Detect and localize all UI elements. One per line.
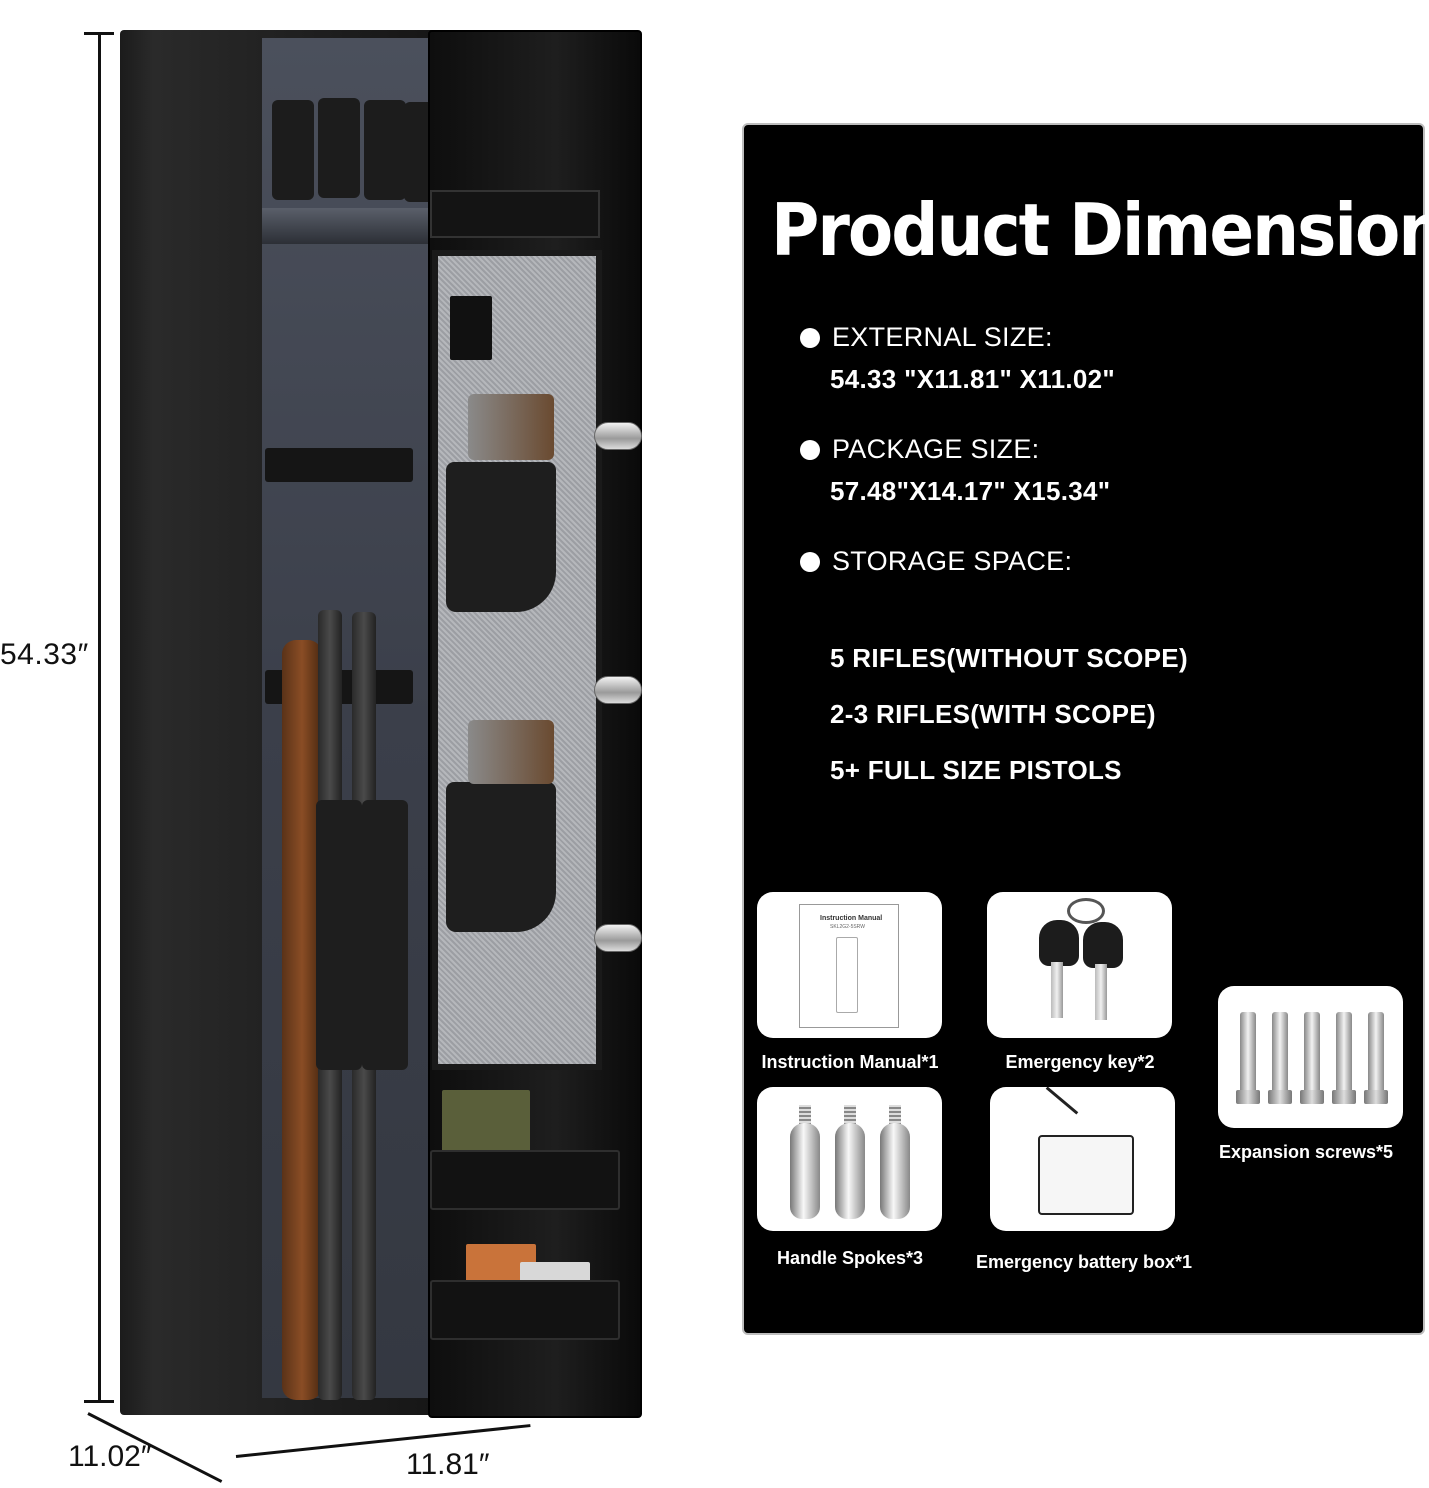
safe-shelf	[262, 208, 450, 244]
manual-icon: Instruction Manual SKL2G2-5SRW	[799, 904, 899, 1028]
screw-icon	[1304, 1012, 1320, 1094]
emergency-key-label: Emergency key*2	[1005, 1052, 1155, 1072]
screw-icon	[1368, 1012, 1384, 1094]
screw-icon	[1272, 1012, 1288, 1094]
package-size-label: PACKAGE SIZE:	[832, 434, 1040, 464]
panel-title: Product Dimension	[771, 188, 1429, 273]
pistol	[364, 100, 406, 200]
emergency-key-card	[987, 892, 1172, 1038]
screw-nut	[1236, 1090, 1260, 1104]
keypad-lock-box	[450, 296, 492, 360]
key-icon	[1039, 920, 1079, 1018]
expansion-screws-label: Expansion screws*5	[1218, 1142, 1394, 1162]
handle-spokes-card	[757, 1087, 942, 1231]
handle-spokes-label: Handle Spokes*3	[776, 1248, 924, 1268]
bullet-icon	[800, 327, 820, 348]
external-size-value: 54.33 "X11.81" X11.02"	[830, 364, 1116, 394]
key-ring-icon	[1067, 898, 1105, 924]
height-dimension-cap-bottom	[84, 1400, 114, 1403]
screw-icon	[1240, 1012, 1256, 1094]
storage-space-label: STORAGE SPACE:	[832, 546, 1073, 576]
door-holster-lower	[446, 782, 556, 932]
height-dimension-line	[98, 32, 101, 1402]
door-pocket-lower	[430, 1280, 620, 1340]
door-handle-top	[594, 422, 642, 450]
depth-dimension-label: 11.02″	[68, 1440, 152, 1473]
manual-doc-code: SKL2G2-5SRW	[830, 924, 865, 930]
instruction-manual-label: Instruction Manual*1	[761, 1052, 939, 1072]
spoke-icon	[835, 1123, 865, 1219]
spoke-thread	[844, 1105, 856, 1125]
bullet-icon	[800, 439, 820, 460]
height-dimension-cap-top	[84, 32, 114, 35]
pistol	[318, 98, 360, 198]
screw-nut	[1268, 1090, 1292, 1104]
bullet-icon	[800, 551, 820, 572]
expansion-screws-card	[1218, 986, 1403, 1128]
door-handle-middle	[594, 676, 642, 704]
door-felt-panel	[432, 250, 602, 1070]
door-top-pocket	[430, 190, 600, 238]
spoke-thread	[799, 1105, 811, 1125]
instruction-manual-card: Instruction Manual SKL2G2-5SRW	[757, 892, 942, 1038]
external-size-label: EXTERNAL SIZE:	[832, 322, 1053, 352]
manual-doc-title: Instruction Manual	[820, 915, 883, 922]
battery-box-label: Emergency battery box*1	[975, 1252, 1193, 1272]
door-pistol	[468, 720, 554, 784]
storage-item: 5+ FULL SIZE PISTOLS	[830, 755, 1122, 785]
storage-item: 5 RIFLES(WITHOUT SCOPE)	[830, 643, 1188, 673]
screw-nut	[1364, 1090, 1388, 1104]
package-size-value: 57.48"X14.17" X15.34"	[830, 476, 1111, 506]
spoke-icon	[790, 1123, 820, 1219]
grenade-canister	[480, 1090, 530, 1154]
screw-nut	[1332, 1090, 1356, 1104]
spoke-thread	[889, 1105, 901, 1125]
battery-wire	[1045, 1087, 1079, 1115]
package-size-heading: PACKAGE SIZE:	[800, 434, 1039, 465]
door-pocket-upper	[430, 1150, 620, 1210]
storage-space-heading: STORAGE SPACE:	[800, 546, 1072, 577]
height-dimension-label: 54.33″	[0, 638, 89, 671]
rifle-rack-upper	[265, 448, 413, 482]
door-handle-bottom	[594, 924, 642, 952]
screw-nut	[1300, 1090, 1324, 1104]
door-holster-upper	[446, 462, 556, 612]
door-pistol	[468, 394, 554, 460]
battery-box-card	[990, 1087, 1175, 1231]
manual-safe-drawing	[836, 937, 858, 1013]
width-dimension-label: 11.81″	[406, 1448, 490, 1481]
screw-icon	[1336, 1012, 1352, 1094]
spoke-icon	[880, 1123, 910, 1219]
rifle-handguard	[362, 800, 408, 1070]
rifle-handguard	[316, 800, 362, 1070]
key-icon	[1083, 922, 1123, 1020]
external-size-heading: EXTERNAL SIZE:	[800, 322, 1053, 353]
storage-item: 2-3 RIFLES(WITH SCOPE)	[830, 699, 1156, 729]
pistol	[272, 100, 314, 200]
battery-box-icon	[1038, 1135, 1134, 1215]
rifle-wooden-stock	[282, 640, 322, 1400]
